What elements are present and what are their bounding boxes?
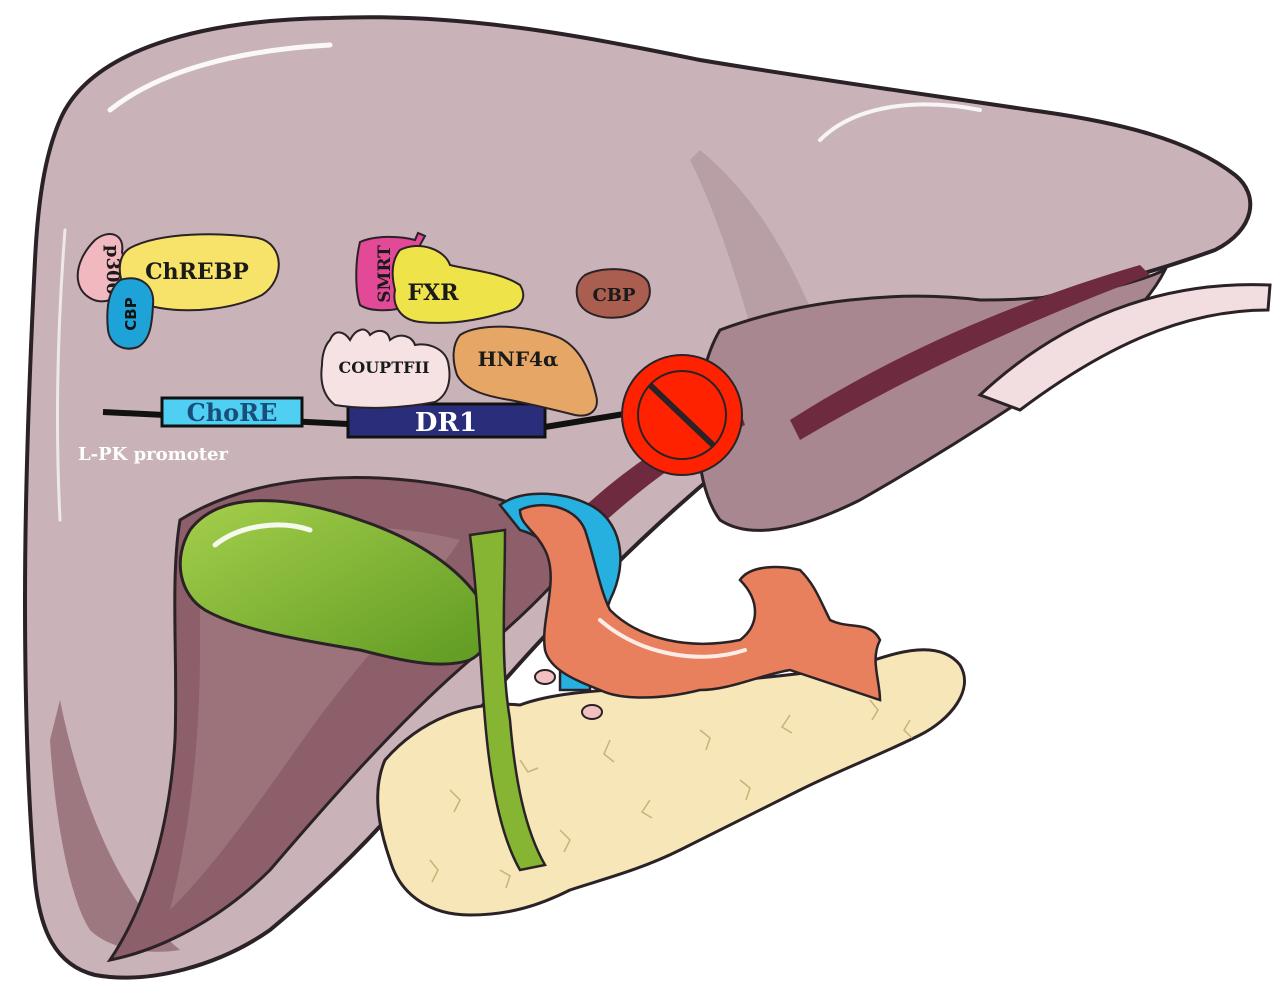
dr1-label: DR1 bbox=[415, 408, 477, 438]
chrebp-label: ChREBP bbox=[145, 259, 249, 285]
couptfii-label: COUPTFII bbox=[339, 358, 430, 377]
vessel-end-2 bbox=[582, 705, 602, 719]
vessel-end-1 bbox=[535, 670, 555, 684]
chore-label: ChoRE bbox=[187, 398, 278, 427]
fxr-label: FXR bbox=[408, 280, 460, 306]
cbp-left-label: CBP bbox=[122, 297, 140, 330]
hnf4a-label: HNF4α bbox=[478, 347, 559, 371]
no-entry-icon bbox=[622, 355, 742, 475]
cbp-right-label: CBP bbox=[592, 285, 636, 306]
promoter-label: L-PK promoter bbox=[78, 444, 228, 465]
hepatic-artery bbox=[520, 505, 880, 700]
